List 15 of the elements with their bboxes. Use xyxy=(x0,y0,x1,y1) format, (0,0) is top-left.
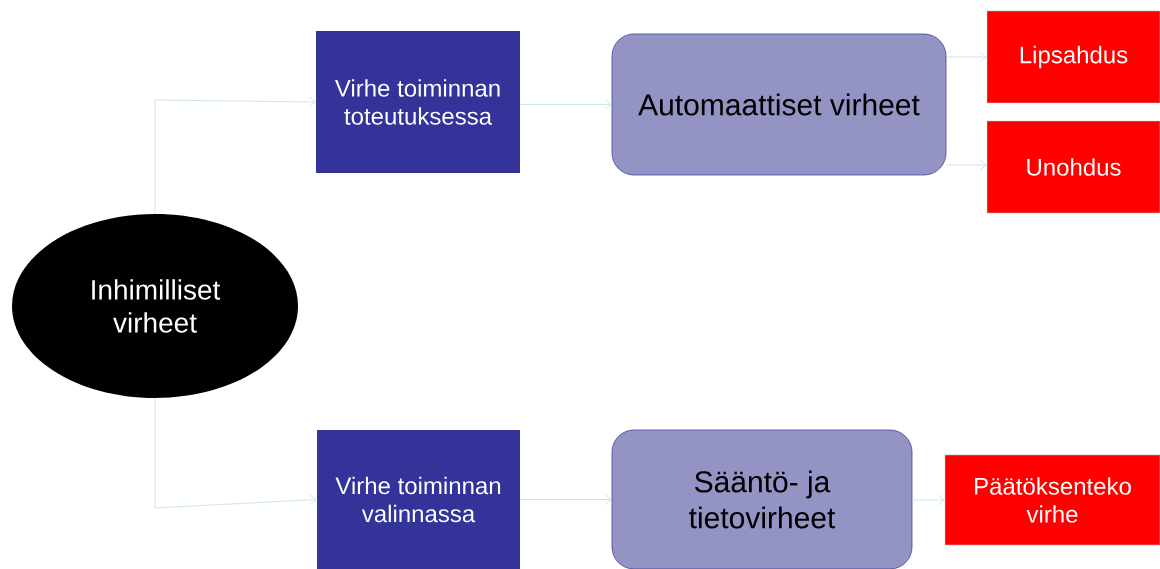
ellipse-node: Inhimilliset virheet xyxy=(12,214,298,398)
arrow xyxy=(946,159,987,171)
result-box: Päätöksenteko virhe xyxy=(944,454,1160,546)
result-box: Lipsahdus xyxy=(986,10,1160,104)
arrow xyxy=(154,96,316,215)
process-box: Virhe toiminnan toteutuksessa xyxy=(316,31,520,173)
arrow xyxy=(912,494,945,506)
process-box: Virhe toiminnan valinnassa xyxy=(317,430,520,569)
rounded-box: Sääntö- ja tietovirheet xyxy=(611,429,913,569)
arrow xyxy=(519,494,612,505)
result-box: Unohdus xyxy=(986,120,1160,214)
arrow xyxy=(154,397,317,509)
arrow xyxy=(519,99,612,110)
rounded-box: Automaattiset virheet xyxy=(611,33,947,176)
arrow xyxy=(946,51,987,63)
